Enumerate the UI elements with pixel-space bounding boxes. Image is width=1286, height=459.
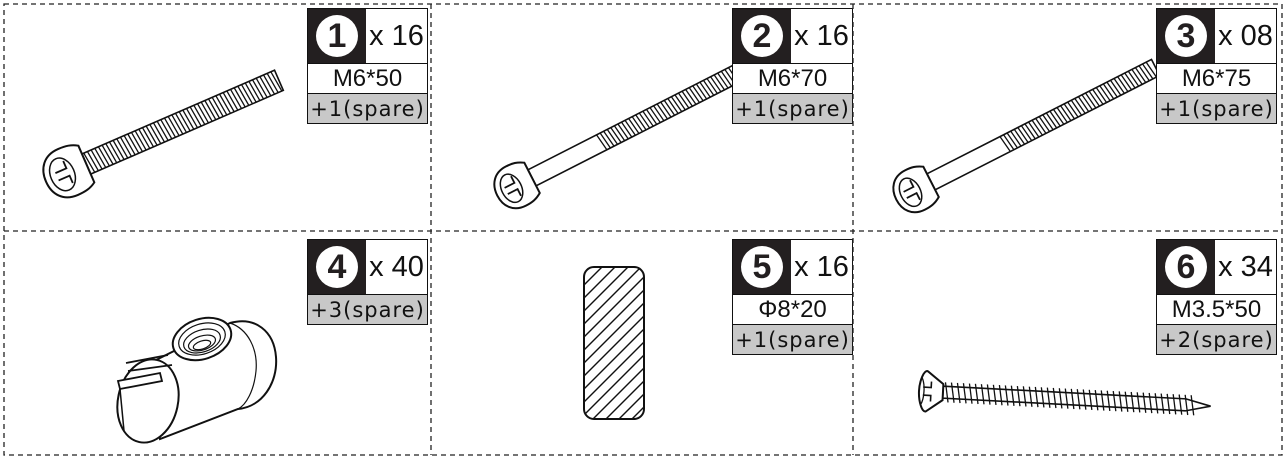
part-cell-1: 1 x 16 M6*50 +1(spare) xyxy=(0,0,431,231)
quantity-label: x 08 xyxy=(1218,19,1273,52)
number-badge: 1 xyxy=(308,9,366,63)
quantity-label: x 34 xyxy=(1218,250,1273,283)
spare-label: +1(spare) xyxy=(1157,94,1276,123)
part-label-1: 1 x 16 M6*50 +1(spare) xyxy=(307,8,428,124)
spare-label: +1(spare) xyxy=(733,325,852,354)
hatch-line xyxy=(584,267,644,419)
part-cell-2: 2 x 16 M6*70 +1(spare) xyxy=(431,0,853,231)
hatch-line xyxy=(584,267,590,419)
part-cell-6: 6 x 34 M3.5*50 +2(spare) xyxy=(853,231,1286,459)
size-label: M6*50 xyxy=(308,64,427,94)
number-badge: 3 xyxy=(1157,9,1215,63)
part-label-6: 6 x 34 M3.5*50 +2(spare) xyxy=(1156,239,1277,355)
hatch-line xyxy=(584,267,642,419)
number-badge: 2 xyxy=(733,9,791,63)
hatch-line xyxy=(584,267,603,419)
spare-label: +1(spare) xyxy=(733,94,852,123)
quantity-label: x 16 xyxy=(794,250,849,283)
hatch-line xyxy=(584,267,644,419)
part-cell-5: 5 x 16 Φ8*20 +1(spare) xyxy=(431,231,853,459)
spare-label: +1(spare) xyxy=(308,94,427,123)
hatch-line xyxy=(431,267,576,419)
hatch-line xyxy=(584,267,629,419)
part-label-3: 3 x 08 M6*75 +1(spare) xyxy=(1156,8,1277,124)
hatch-line xyxy=(592,267,644,419)
number-badge: 4 xyxy=(308,240,366,294)
hatch-line xyxy=(584,267,616,419)
number-badge: 5 xyxy=(733,240,791,294)
size-label: Φ8*20 xyxy=(733,295,852,325)
part-cell-4: 4 x 40 +3(spare) xyxy=(0,231,431,459)
part-label-5: 5 x 16 Φ8*20 +1(spare) xyxy=(732,239,853,355)
quantity-label: x 16 xyxy=(369,19,424,52)
quantity-label: x 40 xyxy=(369,250,424,283)
spare-label: +2(spare) xyxy=(1157,325,1276,354)
hatch-line xyxy=(584,267,644,419)
part-label-2: 2 x 16 M6*70 +1(spare) xyxy=(732,8,853,124)
size-label: M3.5*50 xyxy=(1157,295,1276,325)
number-badge: 6 xyxy=(1157,240,1215,294)
spare-label: +3(spare) xyxy=(308,295,427,324)
hatch-line xyxy=(584,267,644,419)
part-cell-3: 3 x 08 M6*75 +1(spare) xyxy=(853,0,1286,231)
quantity-label: x 16 xyxy=(794,19,849,52)
size-label: M6*70 xyxy=(733,64,852,94)
hatch-line xyxy=(584,267,644,419)
size-label: M6*75 xyxy=(1157,64,1276,94)
part-label-4: 4 x 40 +3(spare) xyxy=(307,239,428,325)
